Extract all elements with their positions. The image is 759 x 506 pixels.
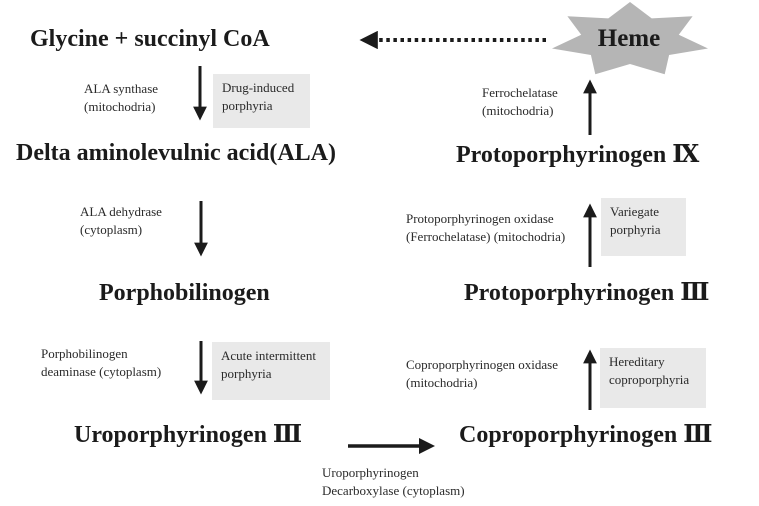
porphyria-box-acute-intermittent: Acute intermittent porphyria: [212, 342, 330, 400]
node-delta-aminolevulinic-acid: Delta aminolevulnic acid(ALA): [16, 140, 336, 166]
porphyria-box-variegate: Variegate porphyria: [601, 198, 686, 256]
porphyria-box-hereditary-coproporphyria: Hereditary coproporphyria: [600, 348, 706, 408]
enzyme-label-ferrochelatase: Ferrochelatase (mitochodria): [482, 85, 558, 119]
enzyme-label-coproporphyrinogen-oxidase: Coproporphyrinogen oxidase (mitochodria): [406, 357, 559, 391]
enzyme-label-uroporphyrinogen-decarboxylase: Uroporphyrinogen Decarboxylase (cytoplas…: [322, 465, 465, 499]
node-protoporphyrinogen-iii: Protoporphyrinogen Ⅲ: [464, 280, 710, 306]
node-uroporphyrinogen-iii: Uroporphyrinogen Ⅲ: [74, 422, 303, 448]
node-coproporphyrinogen-iii: Coproporphyrinogen Ⅲ: [459, 422, 713, 448]
node-heme: Heme: [597, 25, 661, 52]
enzyme-label-porphobilinogen-deaminase: Porphobilinogen deaminase (cytoplasm): [41, 346, 162, 380]
enzyme-label-ala-synthase: ALA synthase (mitochodria): [84, 81, 159, 115]
node-glycine-succinyl-coa: Glycine + succinyl CoA: [30, 26, 270, 52]
node-porphobilinogen: Porphobilinogen: [99, 280, 270, 306]
porphyria-box-drug-induced: Drug-induced porphyria: [213, 74, 310, 128]
enzyme-label-ala-dehydrase: ALA dehydrase (cytoplasm): [80, 204, 162, 238]
node-protoporphyrinogen-ix: Protoporphyrinogen Ⅸ: [456, 142, 700, 168]
heme-star: [552, 2, 708, 75]
enzyme-label-protoporphyrinogen-oxidase: Protoporphyrinogen oxidase (Ferrochelata…: [406, 211, 566, 245]
